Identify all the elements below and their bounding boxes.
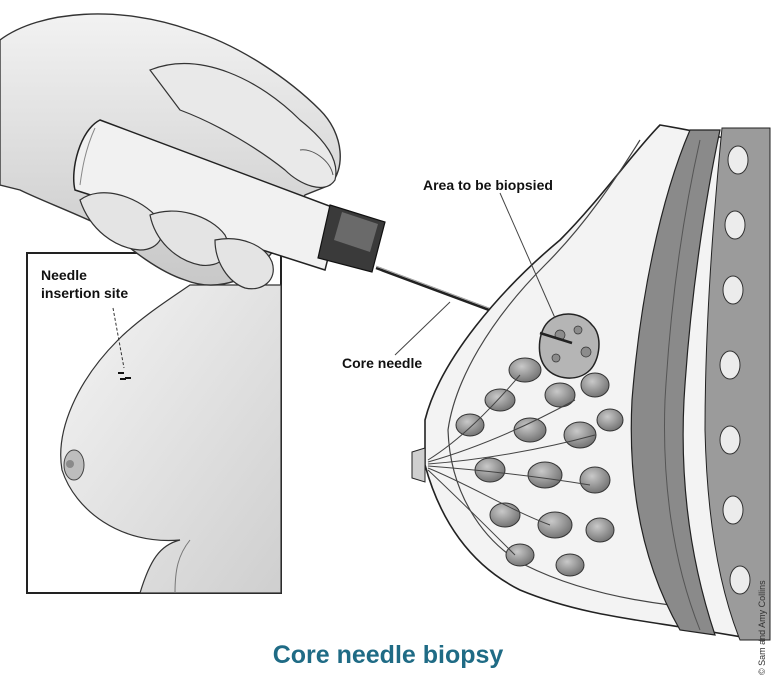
needle-insertion-site-label: Needle insertion site	[41, 266, 128, 302]
nipple-section	[412, 448, 425, 482]
core-needle-label: Core needle	[342, 354, 422, 372]
biopsy-area-label: Area to be biopsied	[423, 176, 553, 194]
copyright-credit: © Sam and Amy Collins	[757, 580, 767, 675]
breast-cross-section	[412, 125, 770, 640]
needle-label-line1: Needle	[41, 266, 128, 284]
external-view-inset	[27, 253, 281, 593]
figure-title: Core needle biopsy	[0, 641, 776, 670]
biopsy-target-mass	[539, 314, 599, 378]
needle-label-line2: insertion site	[41, 284, 128, 302]
